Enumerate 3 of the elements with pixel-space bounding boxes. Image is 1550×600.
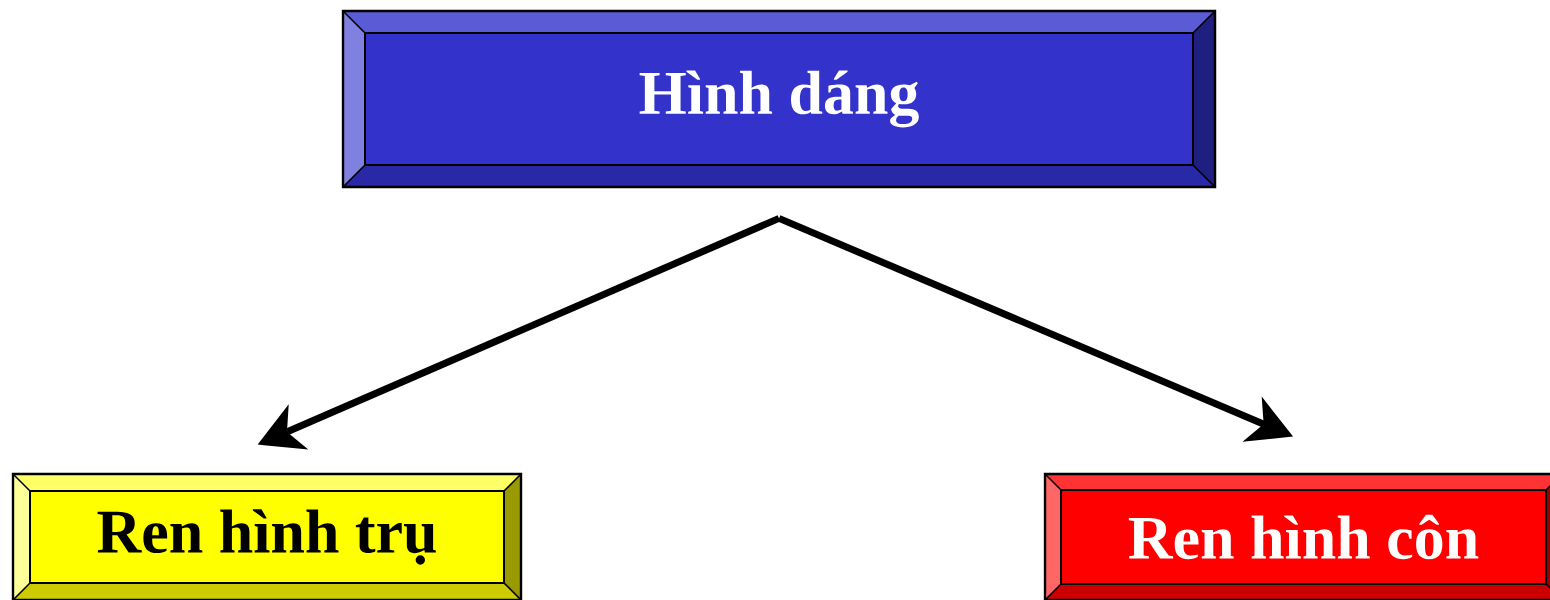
- bevel-box: Ren hình trụ: [11, 472, 523, 600]
- bevel-box: Hình dáng: [341, 9, 1217, 189]
- bevel-box: Ren hình côn: [1043, 472, 1550, 600]
